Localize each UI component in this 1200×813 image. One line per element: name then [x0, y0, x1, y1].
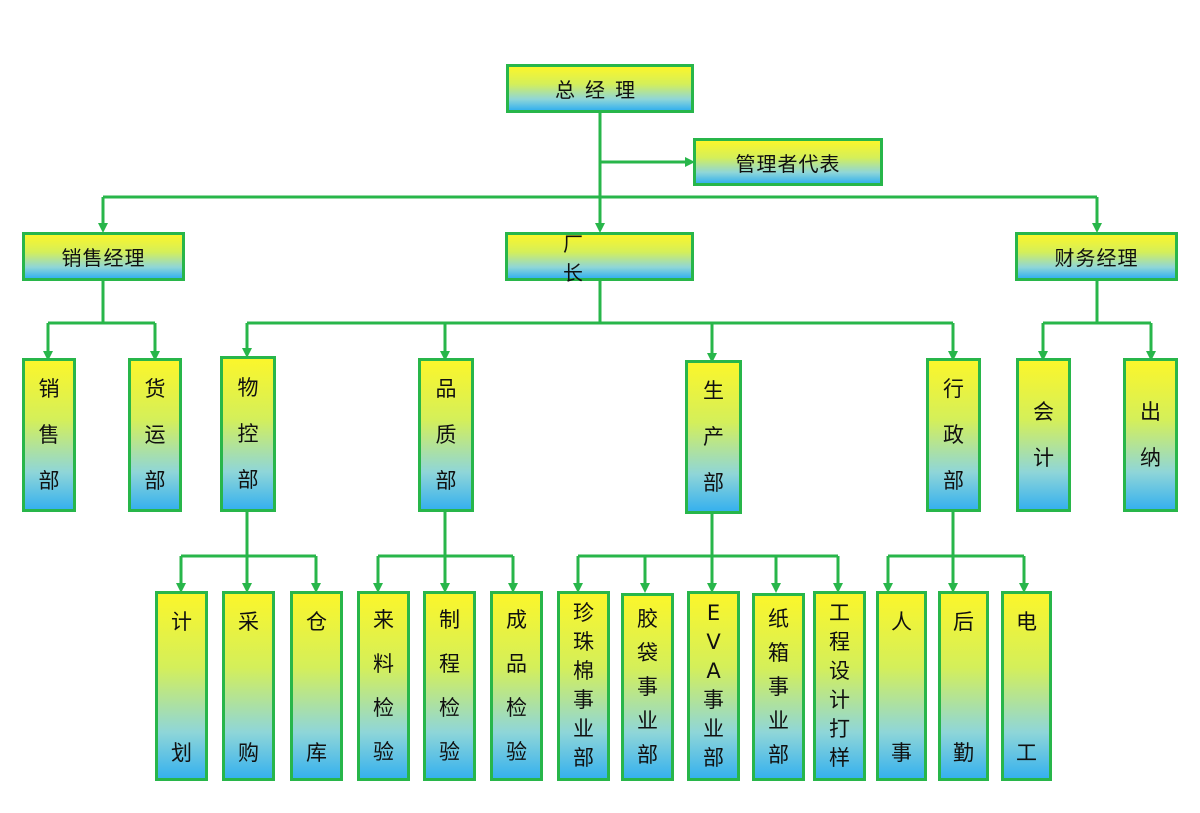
node-personnel: 人事: [876, 591, 927, 781]
node-production-dept: 生产部: [685, 360, 742, 514]
node-management-rep: 管理者代表: [693, 138, 883, 186]
node-freight-dept: 货运部: [128, 358, 182, 512]
node-finance-manager: 财务经理: [1015, 232, 1178, 281]
node-pearl-cotton-division: 珍珠棉事业部: [557, 591, 610, 781]
node-planning: 计划: [155, 591, 208, 781]
node-electrician: 电工: [1001, 591, 1052, 781]
node-incoming-inspection: 来料检验: [357, 591, 410, 781]
node-factory-director: 厂长: [505, 232, 694, 285]
node-material-control-dept: 物控部: [220, 356, 276, 512]
node-logistics: 后勤: [938, 591, 989, 781]
node-quality-dept: 品质部: [418, 358, 474, 512]
node-finished-inspection: 成品检验: [490, 591, 543, 781]
node-engineering-design: 工程设计打样: [813, 591, 866, 781]
node-accounting: 会计: [1016, 358, 1071, 512]
node-general-manager: 总经理: [506, 64, 694, 113]
node-cashier: 出纳: [1123, 358, 1178, 512]
node-process-inspection: 制程检验: [423, 591, 476, 781]
node-warehouse: 仓库: [290, 591, 343, 781]
node-carton-division: 纸箱事业部: [752, 593, 805, 781]
node-purchasing: 采购: [222, 591, 275, 781]
node-bag-division: 胶袋事业部: [621, 593, 674, 781]
node-sales-dept: 销售部: [22, 358, 76, 512]
node-sales-manager: 销售经理: [22, 232, 185, 281]
node-admin-dept: 行政部: [926, 358, 981, 512]
